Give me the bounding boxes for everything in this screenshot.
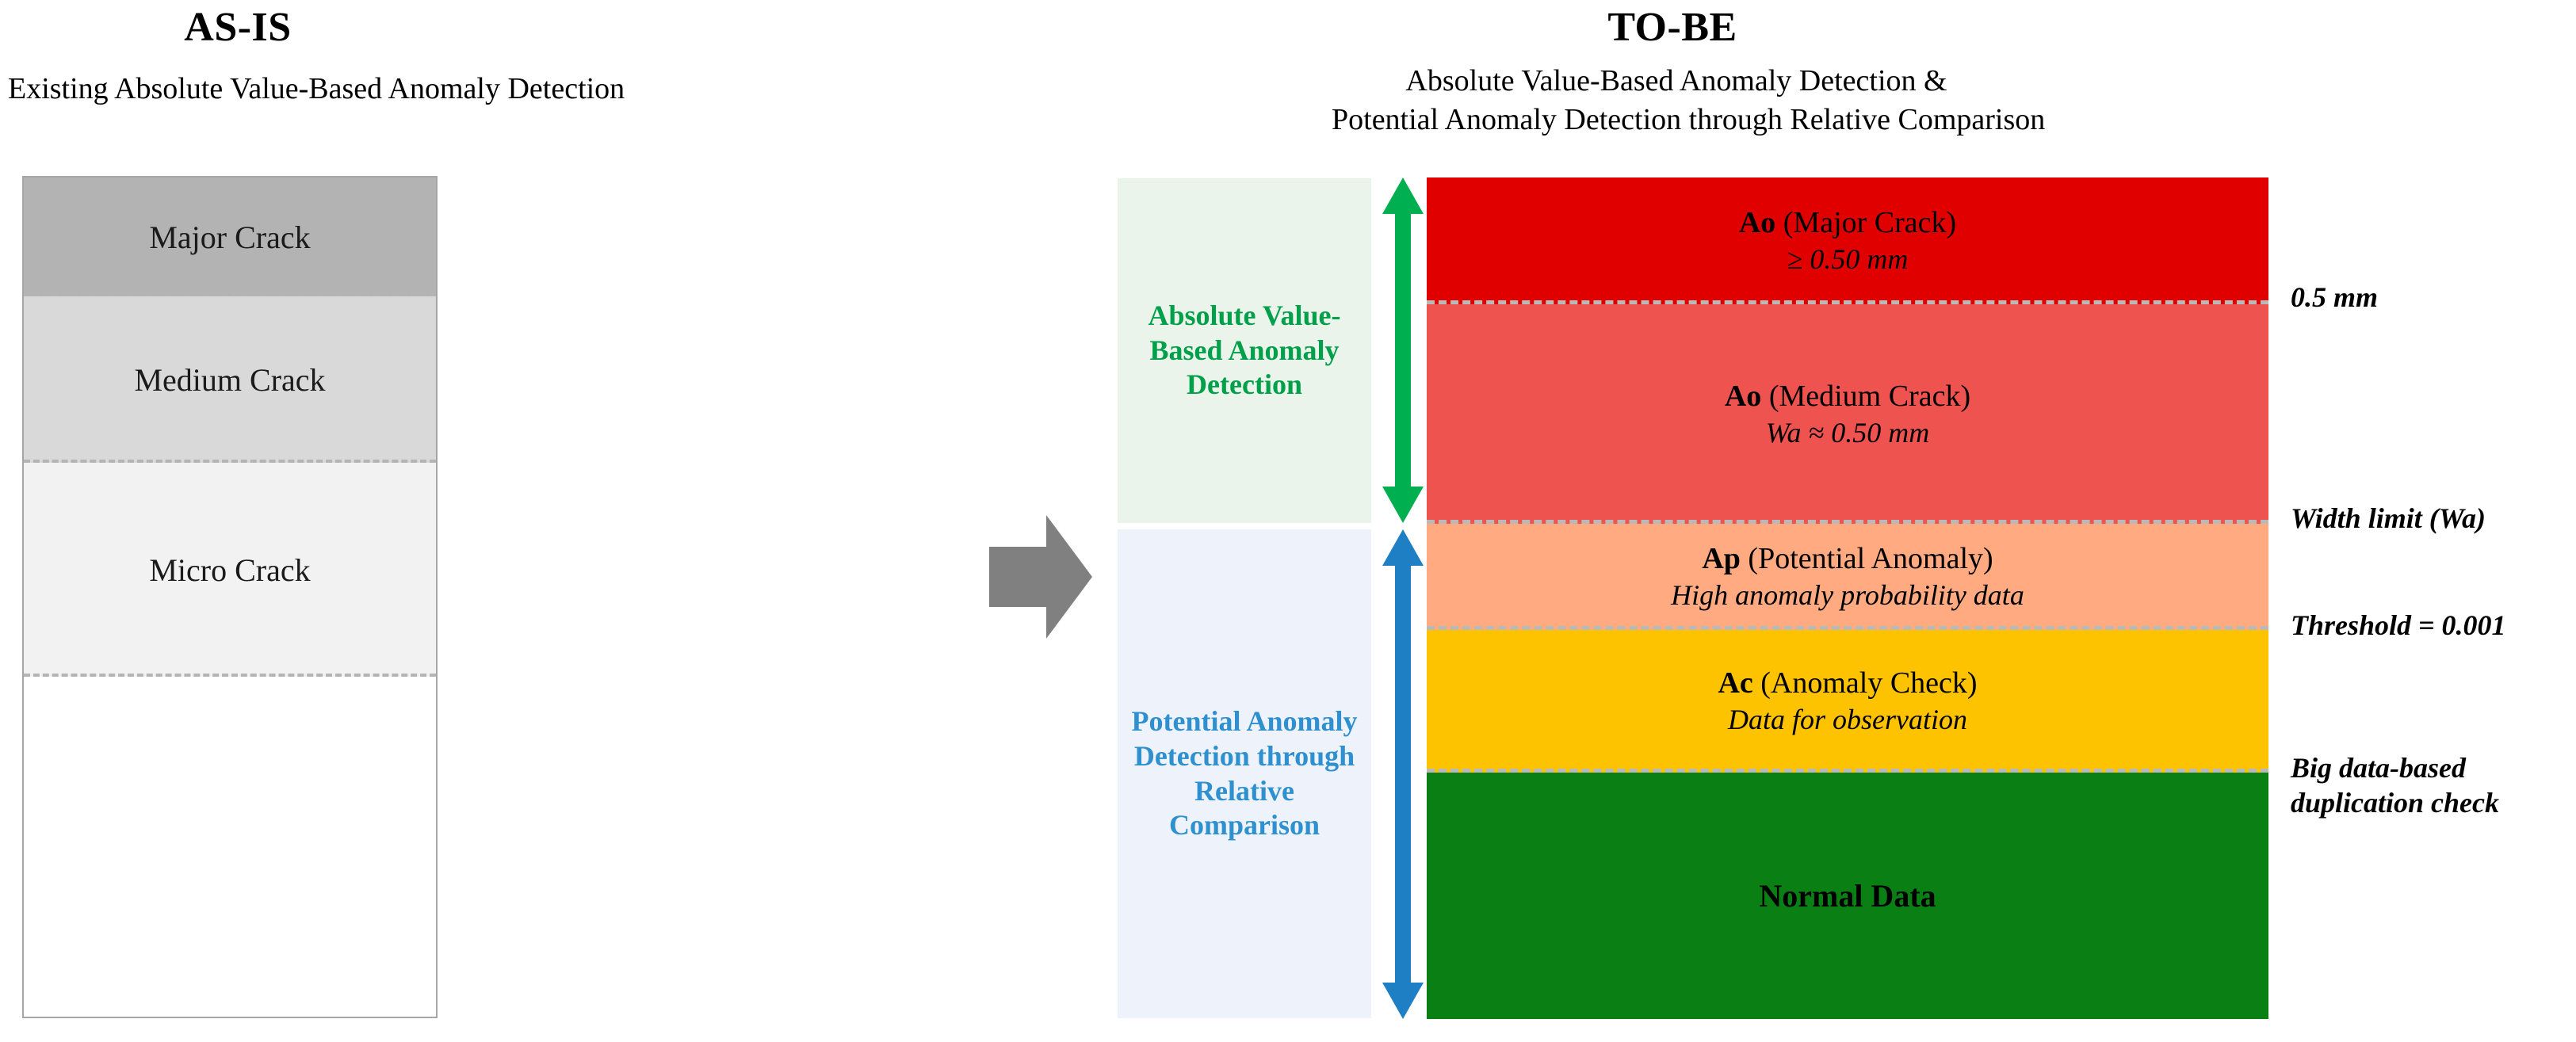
as-is-band-major-crack: Major Crack (24, 177, 436, 296)
annotation-half-mm: 0.5 mm (2291, 281, 2378, 315)
annotation-threshold-line-1: Threshold = 0.001 (2291, 609, 2506, 641)
double-vertical-arrow-icon-potential (1382, 529, 1424, 1019)
to-be-band-ap-potential-anomaly: Ap (Potential Anomaly) High anomaly prob… (1427, 524, 2268, 630)
to-be-band-normal-data: Normal Data (1427, 773, 2268, 1019)
double-vertical-arrow-icon-absolute (1382, 177, 1424, 523)
as-is-band-micro-crack: Micro Crack (24, 463, 436, 677)
to-be-band-ac-detail: Data for observation (1728, 704, 1967, 736)
to-be-band-ao-medium-crack-category: (Medium Crack) (1768, 379, 1971, 413)
to-be-band-ao-major-crack-category: (Major Crack) (1783, 206, 1957, 240)
annotation-width-limit-line-1: Width limit (Wa) (2291, 502, 2486, 534)
to-be-band-ac-code: Ac (1718, 666, 1753, 700)
group-label-absolute-value-based-anomaly-detection: Absolute Value-Based Anomaly Detection (1118, 178, 1371, 523)
as-is-subtitle-line: Existing Absolute Value-Based Anomaly De… (8, 72, 625, 105)
annotation-big-data-duplication-check: Big data-based duplication check (2291, 751, 2499, 821)
to-be-band-ac-category: (Anomaly Check) (1760, 666, 1978, 700)
as-is-band-micro-crack-label: Micro Crack (149, 552, 311, 588)
to-be-band-ao-major-crack-code: Ao (1738, 206, 1776, 240)
to-be-band-ac-anomaly-check: Ac (Anomaly Check) Data for observation (1427, 630, 2268, 773)
to-be-severity-stack: Ao (Major Crack) ≥ 0.50 mm Ao (Medium Cr… (1427, 177, 2268, 1019)
to-be-band-ao-medium-crack: Ao (Medium Crack) Wa ≈ 0.50 mm (1427, 304, 2268, 524)
to-be-subtitle-line-2: Potential Anomaly Detection through Rela… (1332, 103, 2046, 137)
group-label-potential-text: Potential Anomaly Detection through Rela… (1131, 704, 1358, 842)
as-is-band-empty (24, 677, 436, 1017)
to-be-band-ao-major-crack-title: Ao (Major Crack) (1739, 205, 1956, 241)
to-be-band-ao-major-crack: Ao (Major Crack) ≥ 0.50 mm (1427, 177, 2268, 304)
as-is-crack-stack: Major Crack Medium Crack Micro Crack (22, 176, 438, 1018)
to-be-band-ao-medium-crack-detail: Wa ≈ 0.50 mm (1765, 416, 1930, 448)
annotation-half-mm-line-1: 0.5 mm (2291, 281, 2379, 313)
to-be-band-ap-title: Ap (Potential Anomaly) (1702, 541, 1993, 577)
to-be-band-ap-code: Ap (1702, 542, 1741, 576)
annotation-width-limit: Width limit (Wa) (2291, 502, 2486, 536)
to-be-subtitle-line-1: Absolute Value-Based Anomaly Detection & (1405, 64, 1947, 97)
to-be-band-ao-major-crack-detail: ≥ 0.50 mm (1787, 243, 1909, 276)
to-be-band-normal-data-label: Normal Data (1759, 878, 1936, 914)
group-label-absolute-text: Absolute Value-Based Anomaly Detection (1148, 299, 1341, 401)
to-be-band-ap-category: (Potential Anomaly) (1748, 542, 1993, 576)
to-be-band-ao-medium-crack-title: Ao (Medium Crack) (1725, 379, 1970, 414)
to-be-band-ap-detail: High anomaly probability data (1671, 579, 2024, 612)
group-label-potential-anomaly-detection: Potential Anomaly Detection through Rela… (1118, 529, 1371, 1018)
as-is-band-medium-crack: Medium Crack (24, 296, 436, 463)
annotation-big-data-line-1: Big data-based (2291, 752, 2466, 784)
annotation-big-data-line-2: duplication check (2291, 786, 2499, 819)
to-be-subtitle: Absolute Value-Based Anomaly Detection &… (1332, 62, 2046, 140)
to-be-band-ao-medium-crack-code: Ao (1724, 379, 1762, 413)
transition-right-arrow-icon (989, 515, 1092, 639)
annotation-threshold: Threshold = 0.001 (2291, 609, 2506, 643)
as-is-band-major-crack-label: Major Crack (149, 219, 311, 255)
to-be-band-ac-title: Ac (Anomaly Check) (1718, 666, 1977, 701)
as-is-band-medium-crack-label: Medium Crack (134, 361, 326, 398)
to-be-title: TO-BE (1607, 5, 1737, 50)
as-is-title: AS-IS (184, 5, 292, 50)
as-is-subtitle: Existing Absolute Value-Based Anomaly De… (8, 70, 625, 109)
